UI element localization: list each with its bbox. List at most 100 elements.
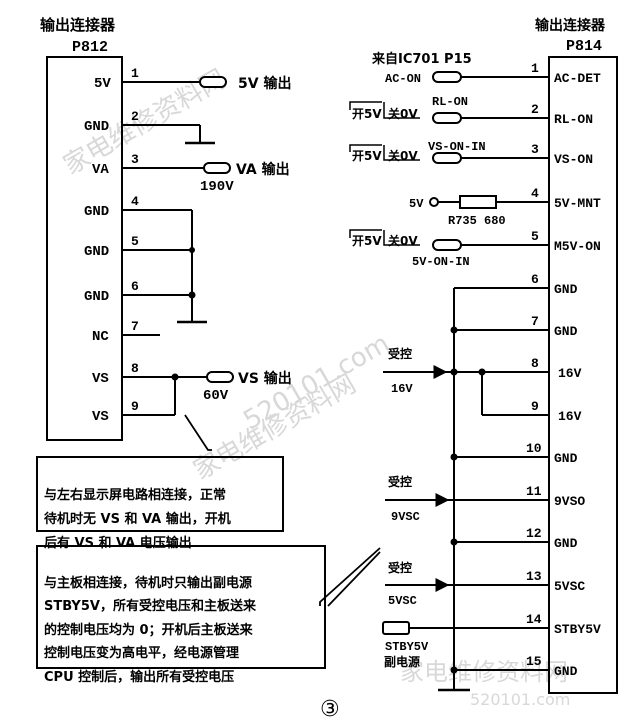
terminal-vs-on [432, 152, 462, 164]
resistor-label: R735 680 [448, 214, 506, 228]
controlled-label: 受控 [388, 346, 412, 361]
pin-number: 13 [526, 569, 542, 584]
pin-number: 11 [526, 484, 542, 499]
pin-number: 8 [531, 356, 539, 371]
va-voltage: 190V [200, 179, 234, 195]
pin-label: 16V [558, 366, 582, 381]
watermark-domain: 520101.com [470, 690, 570, 709]
5v-on-in-label: 5V-ON-IN [412, 255, 470, 269]
pin-label: M5V-ON [554, 239, 601, 254]
pin-number: 4 [531, 186, 539, 201]
level-open-label: 开5V [352, 149, 382, 163]
level-close-label: 关0V [388, 233, 418, 248]
pin-number: 6 [131, 279, 139, 294]
note-box-mainboard: 与主板相连接，待机时只输出副电源 STBY5V，所有受控电压和主板送来 的控制电… [36, 545, 326, 685]
pin-label: 5V-MNT [554, 196, 601, 211]
note-text: 与左右显示屏电路相连接，正常 待机时无 VS 和 VA 输出，开机 后有 VS … [44, 488, 231, 551]
right-connector-body [548, 56, 618, 694]
terminal-m5v-on [432, 239, 462, 251]
vs-on-in-label: VS-ON-IN [428, 140, 486, 154]
pin-number: 12 [526, 526, 542, 541]
terminal-va-output [203, 162, 231, 174]
pin-label: VS-ON [554, 152, 593, 167]
pin-number: 8 [131, 361, 139, 376]
pin-number: 7 [131, 319, 139, 334]
pin-label: VS [92, 371, 109, 387]
pin-label: STBY5V [554, 622, 601, 637]
pin-label: GND [84, 204, 109, 220]
watermark-text: 家电维修资料网 [400, 658, 568, 686]
vs-voltage: 60V [203, 388, 229, 404]
level-close-label: 关0V [388, 106, 418, 121]
16v-label: 16V [391, 382, 413, 396]
pin-number: 10 [526, 441, 542, 456]
pin-number: 15 [526, 654, 542, 669]
terminal-vs-output [206, 371, 234, 383]
pin-label: GND [84, 289, 109, 305]
pin-label: 16V [558, 409, 582, 424]
pin-label: GND [84, 119, 109, 135]
pin-number: 7 [531, 314, 539, 329]
terminal-ac-on [432, 71, 462, 83]
pin-number: 5 [531, 229, 539, 244]
pin-number: 5 [131, 234, 139, 249]
callout-pointer [184, 414, 212, 451]
pin-label: GND [554, 451, 578, 466]
pin-label: GND [554, 536, 578, 551]
pin-label: GND [554, 324, 578, 339]
5v-source-label: 5V [409, 197, 424, 211]
note-box-display: 与左右显示屏电路相连接，正常 待机时无 VS 和 VA 输出，开机 后有 VS … [36, 456, 284, 551]
pin-number: 6 [531, 272, 539, 287]
pin-label: GND [554, 282, 578, 297]
right-connector-name: P814 [566, 38, 602, 55]
right-pins [508, 76, 549, 671]
pin-label: 5VSC [554, 579, 585, 594]
output-5v-label: 5V 输出 [238, 75, 291, 92]
pin-label: GND [554, 664, 578, 679]
pin-label: VA [92, 162, 109, 178]
callout-pointer [319, 547, 381, 606]
pin-label: AC-DET [554, 71, 601, 86]
pin-number: 9 [131, 399, 139, 414]
pin-number: 1 [531, 61, 539, 76]
note-text: 与主板相连接，待机时只输出副电源 STBY5V，所有受控电压和主板送来 的控制电… [44, 575, 256, 685]
left-connector-title: 输出连接器 [40, 16, 116, 34]
pin-number: 2 [531, 102, 539, 117]
pin-number: 14 [526, 612, 542, 627]
terminal-rl-on [432, 112, 462, 124]
pin-label: 9VSO [554, 494, 585, 509]
terminal-stby5v [382, 621, 410, 635]
rl-on-label: RL-ON [432, 95, 468, 109]
controlled-label: 受控 [388, 474, 412, 489]
controlled-label: 受控 [388, 560, 412, 575]
sub-power-label: 副电源 [384, 654, 420, 669]
terminal-5v-output [199, 76, 227, 88]
output-va-label: VA 输出 [236, 161, 290, 178]
pin-number: 1 [131, 66, 139, 81]
left-pins [122, 81, 160, 416]
pin-label: VS [92, 409, 109, 425]
pin-label: GND [84, 244, 109, 260]
ac-on-label: AC-ON [385, 72, 421, 86]
pin-label: NC [92, 329, 109, 345]
resistor-r735 [459, 195, 497, 209]
left-connector-name: P812 [72, 39, 108, 56]
pin-number: 4 [131, 194, 139, 209]
5vsc-label: 5VSC [388, 594, 417, 608]
9vsc-label: 9VSC [391, 510, 420, 524]
output-vs-label: VS 输出 [238, 370, 292, 387]
right-connector-title: 输出连接器 [535, 17, 606, 34]
pin-label: 5V [94, 76, 111, 92]
level-open-label: 开5V [352, 107, 382, 121]
source-label: 来自IC701 P15 [371, 51, 472, 67]
pin-label: RL-ON [554, 112, 593, 127]
level-close-label: 关0V [388, 148, 418, 163]
pin-number: 3 [131, 152, 139, 167]
figure-number: ③ [320, 697, 340, 722]
stby-label: STBY5V [385, 640, 429, 654]
pin-number: 2 [131, 109, 139, 124]
left-connector-body [46, 56, 123, 441]
pin-number: 9 [531, 399, 539, 414]
level-open-label: 开5V [352, 234, 382, 248]
